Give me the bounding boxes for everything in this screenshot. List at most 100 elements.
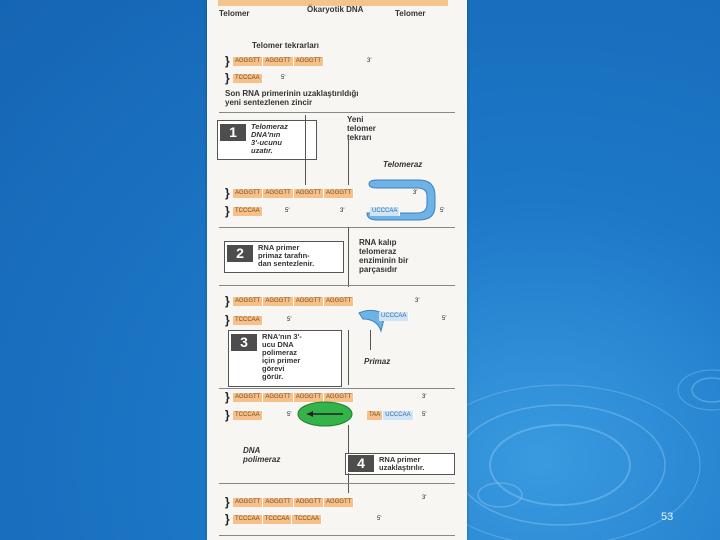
repeat-segment: AGGGTT (294, 189, 324, 198)
five-prime-end: 5' (287, 316, 291, 325)
step-number: 2 (227, 245, 253, 262)
squiggle-icon: } (225, 315, 230, 325)
arrow-line (305, 115, 306, 185)
bottom-strand-3: TCCCAA (233, 316, 263, 325)
five-prime-end: 5' (422, 411, 426, 420)
repeat-segment: TCCCAA (233, 207, 263, 216)
telomere-diagram-page: Telomer Ökaryotik DNA Telomer Telomer te… (207, 0, 467, 540)
repeat-segment: TAA (367, 411, 383, 420)
five-prime-end: 5' (281, 74, 285, 83)
repeat-segment: AGGGTT (324, 498, 354, 507)
rna-template: UCCCAA (370, 207, 400, 216)
arrow-line (348, 330, 349, 385)
bottom-strand-4: TCCCAA (233, 411, 263, 420)
bottom-strand-1: TCCCAA (233, 74, 263, 83)
five-prime-end: 5' (442, 315, 446, 324)
divider (219, 483, 455, 484)
divider (219, 388, 455, 389)
squiggle-icon: } (225, 206, 230, 216)
repeat-segment: TCCCAA (292, 515, 322, 524)
squiggle-icon: } (225, 392, 230, 402)
right-telomere-label: Telomer (395, 9, 426, 18)
squiggle-icon: } (225, 410, 230, 420)
three-prime-end: 3' (422, 494, 426, 503)
divider (219, 535, 455, 536)
telomerase-enzyme (347, 168, 442, 228)
top-strand-3: AGGGTT AGGGTT AGGGTT AGGGTT (233, 297, 354, 306)
repeat-segment: AGGGTT (233, 189, 263, 198)
repeat-segment: AGGGTT (233, 297, 263, 306)
step-number: 4 (348, 455, 374, 472)
left-telomere-label: Telomer (219, 9, 250, 18)
new-repeat-label: Yeni telomer tekrarı (347, 115, 376, 142)
repeat-segment: TCCCAA (233, 316, 263, 325)
squiggle-icon: } (225, 188, 230, 198)
rna-segment: UCCCAA (379, 312, 409, 321)
repeat-segment: AGGGTT (263, 498, 293, 507)
divider (219, 227, 455, 228)
strand-fragment: TAA UCCCAA (367, 411, 414, 420)
three-prime-end: 3' (340, 207, 344, 216)
arrow-line (348, 227, 349, 287)
arrow-line (370, 330, 371, 350)
bottom-strand-2: TCCCAA (233, 207, 263, 216)
repeat-segment: TCCCAA (233, 411, 263, 420)
repeat-segment: AGGGTT (233, 57, 263, 66)
step-2-box: 2 RNA primer primaz tarafın- dan sentezl… (224, 241, 344, 273)
divider (219, 285, 455, 286)
step-text: RNA primer uzaklaştırılır. (379, 456, 424, 472)
step-text: RNA primer primaz tarafın- dan sentezlen… (258, 244, 314, 268)
page-number: 53 (661, 511, 673, 523)
step-1-box: 1 Telomeraz DNA'nın 3'-ucunu uzatır. (217, 120, 317, 160)
five-prime-end: 5' (377, 515, 381, 524)
repeat-segment: AGGGTT (263, 393, 293, 402)
top-strand-1: AGGGTT AGGGTT AGGGTT (233, 57, 324, 66)
three-prime-end: 3' (422, 393, 426, 402)
repeat-segment: AGGGTT (294, 57, 324, 66)
squiggle-icon: } (225, 514, 230, 524)
repeat-segment: TCCCAA (233, 515, 263, 524)
three-prime-end: 3' (413, 189, 417, 198)
step-4-box: 4 RNA primer uzaklaştırılır. (345, 453, 455, 475)
rna-segment: UCCCAA (383, 411, 413, 420)
step-text: Telomeraz DNA'nın 3'-ucunu uzatır. (251, 123, 288, 155)
dna-polymerase-enzyme (295, 400, 355, 430)
top-strand-2: AGGGTT AGGGTT AGGGTT AGGGTT (233, 189, 354, 198)
step-3-box: 3 RNA'nın 3'- ucu DNA polimeraz için pri… (228, 330, 342, 387)
five-prime-end: 5' (285, 207, 289, 216)
arrow-line (348, 425, 349, 453)
step-text: RNA'nın 3'- ucu DNA polimeraz için prime… (262, 333, 302, 381)
repeat-segment: AGGGTT (294, 498, 324, 507)
final-bottom-strand: TCCCAA TCCCAA TCCCAA (233, 515, 322, 524)
dna-polymerase-label: DNA polimeraz (243, 446, 280, 464)
final-top-strand: AGGGTT AGGGTT AGGGTT AGGGTT (233, 498, 354, 507)
rna-template-label: RNA kalıp telomeraz enziminin bir parças… (359, 238, 408, 274)
repeat-segment: TCCCAA (233, 74, 263, 83)
repeat-segment: AGGGTT (263, 57, 293, 66)
telomere-repeats-label: Telomer tekrarları (252, 41, 319, 50)
repeat-segment: AGGGTT (324, 189, 354, 198)
repeat-segment: AGGGTT (263, 189, 293, 198)
five-prime-end: 5' (287, 411, 291, 420)
repeat-segment: AGGGTT (233, 393, 263, 402)
repeat-segment: TCCCAA (263, 515, 293, 524)
squiggle-icon: } (225, 56, 230, 66)
repeat-segment: AGGGTT (233, 498, 263, 507)
squiggle-icon: } (225, 73, 230, 83)
repeat-segment: AGGGTT (263, 297, 293, 306)
rna-primer: UCCCAA (379, 312, 409, 321)
primase-label: Primaz (364, 357, 390, 366)
five-prime-end: 5' (440, 207, 444, 216)
three-prime-end: 3' (415, 297, 419, 306)
three-prime-end: 3' (367, 57, 371, 66)
repeat-segment: AGGGTT (294, 297, 324, 306)
eukaryotic-dna-label: Ökaryotik DNA (307, 5, 363, 14)
squiggle-icon: } (225, 497, 230, 507)
squiggle-icon: } (225, 296, 230, 306)
step-number: 3 (231, 334, 257, 351)
repeat-segment: AGGGTT (324, 297, 354, 306)
primer-removed-strand-label: Son RNA primerinin uzaklaştırıldığı yeni… (225, 89, 359, 107)
step-number: 1 (220, 124, 246, 141)
rna-segment: UCCCAA (370, 207, 400, 216)
divider (219, 112, 455, 113)
